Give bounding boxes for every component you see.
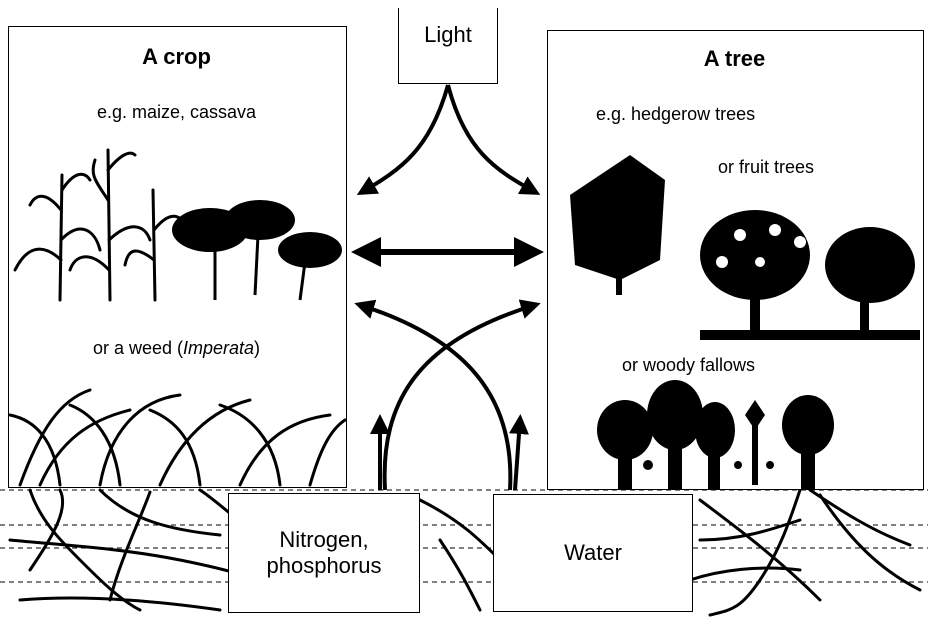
light-label: Light	[424, 22, 472, 48]
light-arrows	[362, 85, 535, 192]
hedgerow-tree	[570, 155, 665, 295]
water-box: Water	[493, 494, 693, 612]
light-box: Light	[398, 8, 498, 84]
nutrients-box: Nitrogen, phosphorus	[228, 493, 420, 613]
woody-fallows	[597, 380, 834, 490]
water-label: Water	[564, 540, 622, 566]
nutrients-line1: Nitrogen,	[279, 527, 368, 553]
maize-plants	[15, 150, 185, 300]
nutrients-line2: phosphorus	[267, 553, 382, 579]
fruit-trees	[700, 210, 920, 340]
soil-resource-arrows	[360, 305, 535, 490]
imperata-grass	[10, 390, 345, 485]
